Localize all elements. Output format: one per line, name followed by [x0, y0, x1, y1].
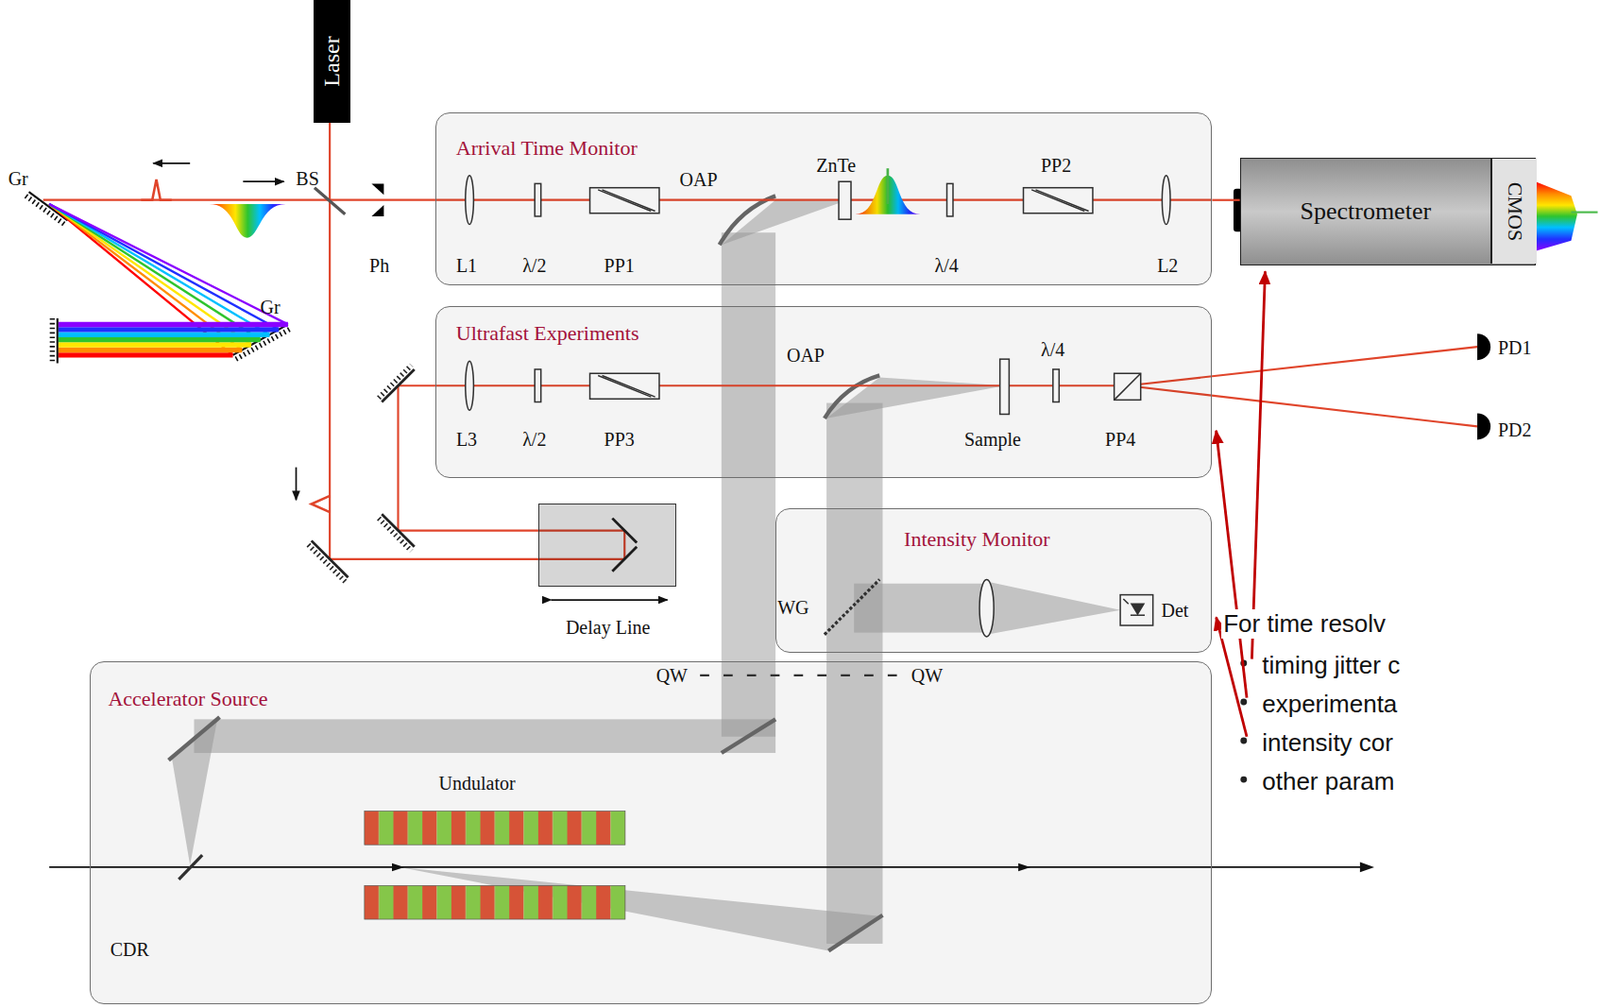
delay-mirror — [307, 544, 345, 582]
pinhole — [371, 183, 384, 217]
group-panel: Intensity Monitor — [775, 508, 1212, 653]
laser-beam — [311, 495, 330, 512]
note-text: intensity cor — [1259, 728, 1396, 758]
node-title: Arrival Time Monitor — [456, 136, 638, 161]
stretcher-grating — [29, 191, 69, 221]
component-label: L1 — [456, 255, 477, 277]
bullet — [1240, 737, 1247, 745]
group-panel: Arrival Time Monitor — [435, 112, 1212, 287]
direction-arrow — [295, 467, 298, 501]
leader-arrow — [1251, 271, 1265, 659]
pinhole — [371, 204, 384, 217]
note-text: timing jitter c — [1259, 650, 1402, 681]
delay-mirror — [311, 540, 349, 578]
component-label: PP2 — [1040, 154, 1072, 177]
spectral-fan — [49, 204, 261, 341]
node-title: Delay Line — [565, 616, 650, 639]
chirped-pulse — [209, 204, 287, 239]
component-label: QW — [656, 664, 688, 687]
component-label: PP1 — [604, 255, 635, 277]
note-text: other param — [1259, 766, 1396, 797]
component-label: Sample — [964, 428, 1022, 451]
component-label: OAP — [786, 344, 825, 367]
camera-box: CMOS — [1490, 158, 1537, 263]
component-label: Ph — [369, 255, 390, 277]
component-label: ZnTe — [816, 154, 856, 177]
component-label: L2 — [1157, 255, 1178, 277]
spectral-fan — [58, 341, 252, 347]
laser-beam — [140, 179, 171, 201]
laser-box: Laser — [313, 0, 351, 123]
component-label: Gr — [8, 168, 29, 190]
group-panel: Ultrafast Experiments — [435, 306, 1212, 478]
laser-beam — [328, 122, 331, 560]
component-label: λ/2 — [522, 428, 546, 451]
component-label: OAP — [680, 169, 718, 191]
direction-arrow — [153, 162, 190, 165]
spectrum-fan — [1535, 181, 1578, 251]
electron-beam — [1360, 862, 1375, 873]
component-label: λ/4 — [1040, 339, 1065, 361]
stretcher-grating — [25, 191, 291, 363]
photodiode — [1477, 333, 1491, 360]
direction-arrow — [242, 180, 284, 183]
photodiode — [1477, 412, 1491, 440]
component-label: PP3 — [604, 428, 635, 451]
component-label: PD1 — [1497, 337, 1532, 359]
spectral-fan — [49, 204, 289, 324]
node-title: Intensity Monitor — [903, 527, 1051, 552]
delay-mirror — [381, 513, 415, 547]
spectral-fan — [58, 347, 242, 353]
component-label: Det — [1160, 599, 1189, 622]
spectrometer-box: Spectrometer CMOS — [1240, 157, 1536, 265]
bullet — [1240, 698, 1247, 706]
photodiode — [1477, 333, 1491, 440]
spectral-fan — [58, 326, 279, 332]
component-label: QW — [911, 664, 943, 687]
pinhole — [371, 183, 384, 195]
delay-line: Delay Line — [538, 503, 677, 647]
component-label: PD2 — [1497, 419, 1532, 442]
delay-mirror — [378, 518, 412, 552]
spectral-fan — [58, 332, 271, 338]
spectrum-fan — [1570, 211, 1598, 214]
node-title: Spectrometer — [1299, 197, 1431, 226]
spectral-fan — [58, 337, 261, 342]
delay-stage — [538, 503, 677, 588]
component-label: PP4 — [1105, 428, 1136, 451]
group-panel: Accelerator Source — [89, 661, 1212, 1005]
node-title: Laser — [319, 35, 345, 86]
leader-arrow — [1216, 430, 1247, 698]
component-label: Undulator — [439, 772, 516, 795]
component-label: λ/2 — [522, 255, 546, 277]
stretcher-grating — [56, 318, 59, 364]
component-label: WG — [777, 596, 809, 619]
note-text: For time resolv — [1221, 609, 1388, 639]
laser-beam-link — [1211, 199, 1240, 202]
leader-arrow — [1216, 271, 1266, 736]
node-title: Ultrafast Experiments — [456, 321, 640, 346]
note-text: experimenta — [1259, 689, 1399, 719]
component-label: Gr — [259, 296, 280, 319]
spectral-fan — [58, 322, 289, 327]
stretcher-grating — [50, 318, 55, 364]
component-label: CDR — [110, 938, 150, 961]
bullet — [1240, 776, 1247, 783]
laser-beam — [396, 385, 399, 530]
direction-arrow — [550, 598, 667, 601]
delay-mirror — [378, 365, 412, 399]
spectral-fan — [49, 204, 289, 356]
spectral-fan — [58, 352, 234, 358]
component-label: L3 — [456, 428, 477, 451]
node-title: CMOS — [1502, 181, 1528, 240]
delay-mirror — [381, 369, 415, 403]
beam-splitter — [314, 187, 345, 215]
node-title: Accelerator Source — [107, 686, 268, 712]
component-label: λ/4 — [935, 255, 959, 277]
component-label: BS — [295, 168, 319, 190]
